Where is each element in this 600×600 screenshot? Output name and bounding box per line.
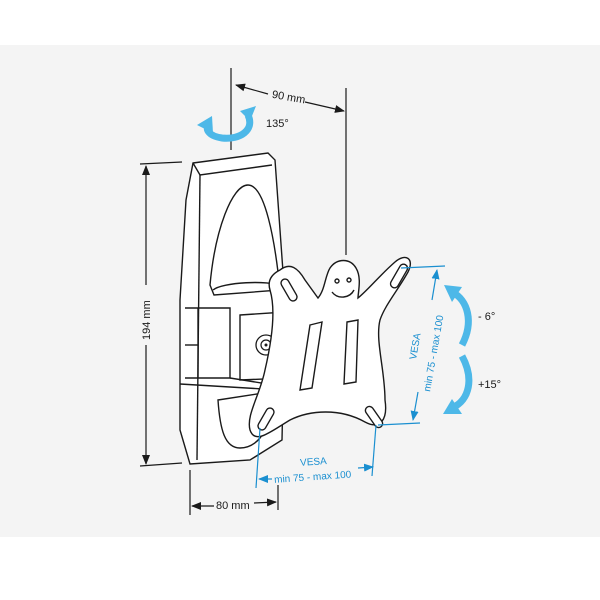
tilt-down-label: +15° (478, 379, 501, 391)
dimension-194mm: 194 mm (139, 161, 183, 467)
vesa-horizontal-range: min 75 - max 100 (274, 469, 352, 485)
dimension-90mm-label: 90 mm (271, 89, 306, 107)
swivel-arrow-icon (197, 106, 256, 142)
tilt-down-arrow-icon (443, 354, 473, 414)
vesa-vertical-title: VESA (408, 332, 424, 361)
wall-plate (179, 152, 289, 465)
vesa-horizontal-title: VESA (300, 456, 328, 469)
swivel-angle-label: 135° (266, 118, 289, 130)
tilt-up-label: - 6° (478, 311, 495, 323)
dimension-194mm-label: 194 mm (141, 300, 153, 340)
tilt-up-arrow-icon (444, 285, 472, 347)
vesa-plate (248, 256, 412, 438)
dimension-90mm: 90 mm (230, 68, 347, 255)
dimension-80mm: 80 mm (189, 470, 279, 515)
dimension-80mm-label: 80 mm (216, 500, 250, 512)
vesa-horizontal-dimension: VESA min 75 - max 100 (255, 424, 377, 489)
vesa-vertical-range: min 75 - max 100 (422, 314, 446, 392)
